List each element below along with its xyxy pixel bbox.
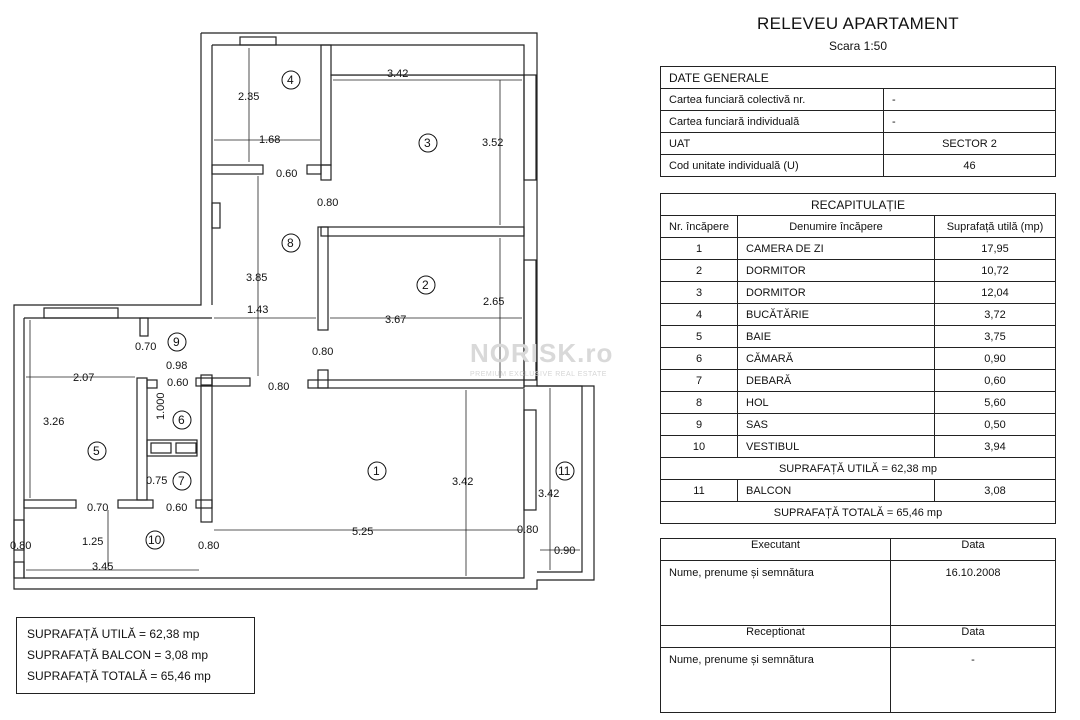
signature-table: Executant Data Nume, prenume și semnătur…: [660, 538, 1056, 713]
dim-hall-length: 3.85: [246, 272, 267, 284]
dim-hall-width: 1.43: [247, 304, 268, 316]
room-2-marker: 2: [422, 278, 429, 292]
outer-wall-inner: [212, 44, 583, 573]
dim-bath-height: 3.26: [43, 416, 64, 428]
dim-storage-height: 0.75: [146, 475, 167, 487]
floor-plan: 2.35 1.68 3.42 3.52 0.60 0.80 3.85 1.43 …: [10, 32, 613, 590]
wall-bed3-bottom: [320, 226, 525, 237]
dim-sas-door: 0.70: [135, 341, 156, 353]
grand-total-row: SUPRAFAȚĂ TOTALĂ = 65,46 mp: [660, 501, 1056, 524]
room-11-marker: 11: [558, 464, 571, 478]
dim-bed3-width: 3.42: [387, 68, 408, 80]
useful-total-row: SUPRAFAȚĂ UTILĂ = 62,38 mp: [660, 457, 1056, 480]
general-heading: DATE GENERALE: [660, 66, 1056, 89]
dim-balcony-door: 0.80: [517, 524, 538, 536]
dim-living-width: 5.25: [352, 526, 373, 538]
dim-bed3-door: 0.80: [317, 197, 338, 209]
window-top: [239, 36, 277, 46]
dim-kitchen-height: 2.35: [238, 91, 259, 103]
dim-pantry-height: 1.000: [155, 392, 167, 420]
dim-living-height: 3.42: [452, 476, 473, 488]
date-label-2: Data: [890, 625, 1056, 648]
dim-kitchen-door: 0.60: [276, 168, 297, 180]
dim-entry-left: 0.80: [10, 540, 31, 552]
watermark-tagline: PREMIUM EXCLUSIVE REAL ESTATE: [470, 371, 607, 378]
summary-total: SUPRAFAȚĂ TOTALĂ = 65,46 mp: [27, 669, 211, 683]
room-8-marker: 8: [287, 236, 294, 250]
executant-name: Nume, prenume și semnătura: [660, 560, 891, 626]
table-row: Cod unitate individuală (U)46: [660, 154, 1056, 177]
scale-label: Scara 1:50: [828, 39, 888, 53]
summary-useful: SUPRAFAȚĂ UTILĂ = 62,38 mp: [27, 627, 200, 641]
table-row: Cartea funciară individuală-: [660, 110, 1056, 133]
receptionat-date: -: [890, 647, 1056, 713]
dim-kitchen-width: 1.68: [259, 134, 280, 146]
outer-wall: [13, 32, 595, 590]
dim-balcony-height: 3.42: [538, 488, 559, 500]
page-title: RELEVEU APARTAMENT: [757, 14, 959, 33]
dim-bath-width: 2.07: [73, 372, 94, 384]
dim-bed2-height: 2.65: [483, 296, 504, 308]
room-4-marker: 4: [287, 73, 294, 87]
watermark-brand: NORISK.ro: [470, 338, 613, 368]
dim-living-door: 0.80: [268, 381, 289, 393]
recap-table: RECAPITULAȚIE Nr. încăpere Denumire încă…: [660, 193, 1056, 524]
dim-bed2-door: 0.80: [312, 346, 333, 358]
general-data-table: DATE GENERALE Cartea funciară colectivă …: [660, 66, 1056, 177]
room-1-marker: 1: [373, 464, 380, 478]
dim-bed3-height: 3.52: [482, 137, 503, 149]
dim-sas-width: 0.98: [166, 360, 187, 372]
recap-heading: RECAPITULAȚIE: [660, 193, 1056, 216]
dim-bed2-width: 3.67: [385, 314, 406, 326]
room-7-marker: 7: [178, 474, 185, 488]
receptionat-label: Receptionat: [660, 625, 891, 648]
wall-kitchen-bottom: [211, 164, 264, 175]
dim-vestibule-width: 1.25: [82, 536, 103, 548]
room-5-marker: 5: [93, 444, 100, 458]
wall-bed2-bottom: [307, 379, 525, 389]
receptionat-name: Nume, prenume și semnătura: [660, 647, 891, 713]
table-row: Cartea funciară colectivă nr.-: [660, 88, 1056, 111]
table-header-row: Nr. încăpere Denumire încăpere Suprafață…: [660, 215, 1056, 238]
area-summary-box: SUPRAFAȚĂ UTILĂ = 62,38 mp SUPRAFAȚĂ BAL…: [16, 617, 255, 694]
dim-storage-door: 0.60: [166, 502, 187, 514]
room-3-marker: 3: [424, 136, 431, 150]
dim-entry-right: 0.80: [198, 540, 219, 552]
executant-date: 16.10.2008: [890, 560, 1056, 626]
room-10-marker: 10: [148, 533, 162, 547]
dim-balcony-width: 0.90: [554, 545, 575, 557]
executant-label: Executant: [660, 538, 891, 561]
date-label: Data: [890, 538, 1056, 561]
dim-pantry-door: 0.60: [167, 377, 188, 389]
dim-vestibule-length: 3.45: [92, 561, 113, 573]
wall-kitchen-right: [320, 44, 332, 166]
room-9-marker: 9: [173, 335, 180, 349]
room-6-marker: 6: [178, 413, 185, 427]
summary-balcony: SUPRAFAȚĂ BALCON = 3,08 mp: [27, 648, 209, 662]
dim-bath-door: 0.70: [87, 502, 108, 514]
